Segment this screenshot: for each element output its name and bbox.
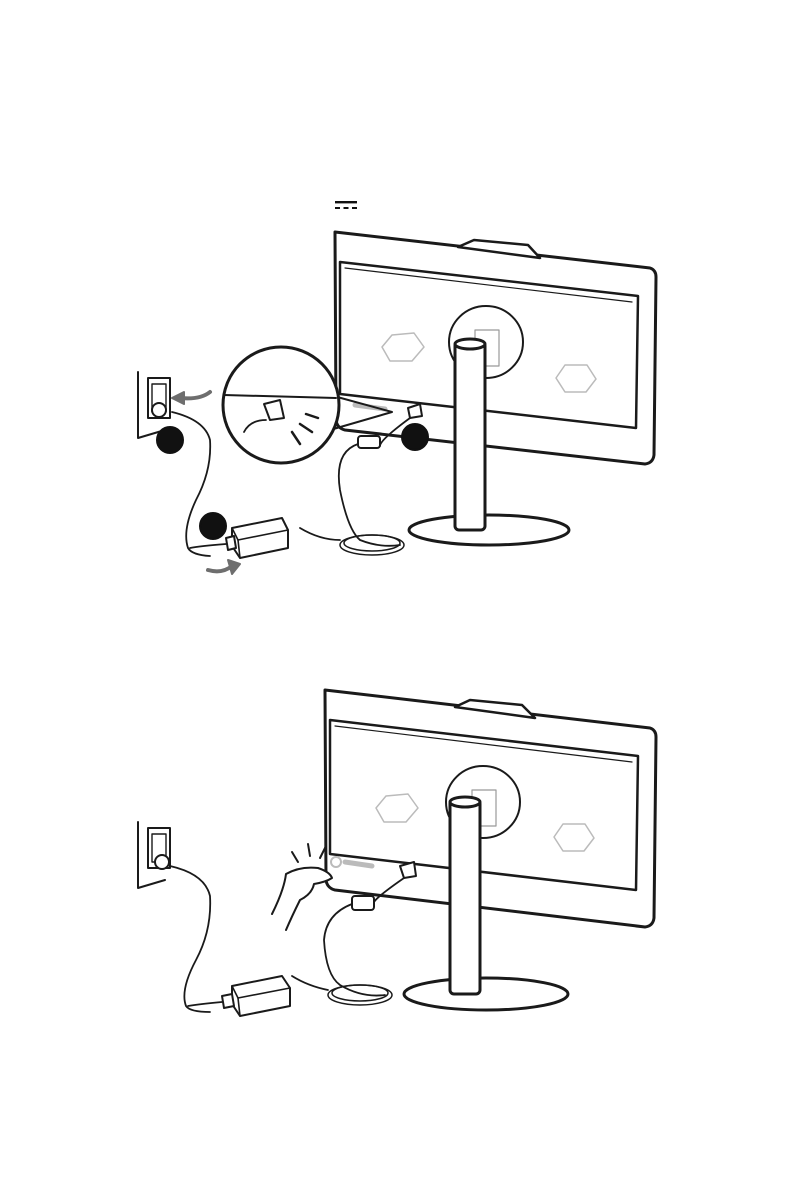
step-marker-1 xyxy=(402,424,428,450)
hand-pressing-power-button-icon xyxy=(272,844,332,930)
power-adapter-icon xyxy=(188,976,290,1016)
monitor-rear-icon xyxy=(325,690,656,927)
step-marker-3 xyxy=(157,427,183,453)
figure-press-power-button xyxy=(0,680,794,1030)
figure-connect-power xyxy=(0,190,794,590)
monitor-rear-icon xyxy=(335,232,656,464)
ac-cable-icon xyxy=(170,866,210,1012)
wall-outlet-icon xyxy=(138,822,170,888)
step-marker-2 xyxy=(200,513,226,539)
